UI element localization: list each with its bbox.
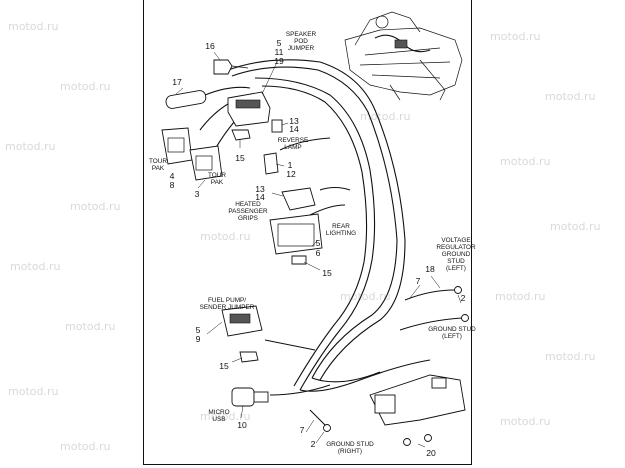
watermark: motod.ru <box>545 350 595 363</box>
label-reverse-lamp-line1: REVERSE <box>278 137 309 144</box>
callout-3: 3 <box>195 189 200 199</box>
callout-5: 5 <box>277 38 282 48</box>
label-heated-grips-line1: HEATED <box>235 201 261 208</box>
callout-15: 15 <box>235 153 245 163</box>
watermark: motod.ru <box>60 440 110 453</box>
label-heated-grips-line2: PASSENGER <box>228 208 268 215</box>
main-harness <box>199 59 431 396</box>
watermark: motod.ru <box>60 80 110 93</box>
callout-14: 14 <box>289 124 299 134</box>
label-tour-pak-right-line1: TOUR <box>208 172 226 179</box>
label-speaker-pod-line1: SPEAKER <box>286 31 317 38</box>
callout-17: 17 <box>172 77 182 87</box>
label-ground-stud-right-line1: GROUND STUD <box>326 441 374 448</box>
watermark: motod.ru <box>70 200 120 213</box>
watermark: motod.ru <box>490 30 540 43</box>
callout-13b: 13 <box>255 184 265 194</box>
callout-10: 10 <box>237 420 247 430</box>
callout-5b: 5 <box>316 238 321 248</box>
label-ground-stud-left-line1: GROUND STUD <box>428 326 476 333</box>
callout-16: 16 <box>205 41 215 51</box>
watermark: motod.ru <box>360 110 410 123</box>
label-tour-pak-left-line2: PAK <box>152 165 165 172</box>
callout-13: 13 <box>289 116 299 126</box>
watermark-layer: motod.ru motod.ru motod.ru motod.ru moto… <box>5 20 600 453</box>
callout-6: 6 <box>316 248 321 258</box>
watermark: motod.ru <box>550 220 600 233</box>
label-rear-lighting-line2: LIGHTING <box>326 230 356 237</box>
callout-11: 11 <box>275 47 284 57</box>
callout-1: 1 <box>288 160 293 170</box>
label-voltage-regulator-line5: (LEFT) <box>446 265 466 272</box>
callout-19: 19 <box>274 56 284 66</box>
callout-4: 4 <box>170 171 175 181</box>
callout-2: 2 <box>461 293 466 303</box>
label-fuel-pump-line1: FUEL PUMP/ <box>208 297 246 304</box>
component-labels: SPEAKER POD JUMPER REVERSE LAMP TOUR PAK… <box>149 31 476 455</box>
label-voltage-regulator-line4: STUD <box>447 258 465 265</box>
label-ground-stud-left-line2: (LEFT) <box>442 333 462 340</box>
watermark: motod.ru <box>8 20 58 33</box>
callout-12: 12 <box>286 169 296 179</box>
callout-numbers: 16 17 5 11 19 13 14 15 4 8 3 1 12 13 14 … <box>170 38 466 458</box>
motorcycle-frame-thumbnail <box>344 11 463 101</box>
watermark: motod.ru <box>545 90 595 103</box>
label-speaker-pod-line3: JUMPER <box>288 45 315 52</box>
label-tour-pak-right-line2: PAK <box>211 179 224 186</box>
label-micro-usb-line1: MICRO <box>208 409 229 416</box>
label-heated-grips-line3: GRIPS <box>238 215 258 222</box>
connectors <box>161 59 469 446</box>
watermark: motod.ru <box>500 415 550 428</box>
label-reverse-lamp-line2: LAMP <box>284 144 301 151</box>
watermark: motod.ru <box>65 320 115 333</box>
callout-8: 8 <box>170 180 175 190</box>
watermark: motod.ru <box>10 260 60 273</box>
watermark: motod.ru <box>5 140 55 153</box>
leader-lines <box>175 51 462 448</box>
label-rear-lighting-line1: REAR <box>332 223 350 230</box>
label-micro-usb-line2: USB <box>212 416 225 423</box>
label-fuel-pump-line2: SENDER JUMPER <box>200 304 255 311</box>
watermark: motod.ru <box>495 290 545 303</box>
callout-2b: 2 <box>311 439 316 449</box>
label-voltage-regulator-line3: GROUND <box>442 251 471 258</box>
callout-7: 7 <box>416 276 421 286</box>
watermark: motod.ru <box>8 385 58 398</box>
label-speaker-pod-line2: POD <box>294 38 308 45</box>
watermark: motod.ru <box>200 410 250 423</box>
callout-20: 20 <box>426 448 436 458</box>
callout-15b: 15 <box>322 268 332 278</box>
callout-15c: 15 <box>219 361 229 371</box>
callout-18: 18 <box>425 264 435 274</box>
callout-7b: 7 <box>300 425 305 435</box>
callout-14b: 14 <box>255 192 265 202</box>
callout-5c: 5 <box>196 325 201 335</box>
callout-9: 9 <box>196 334 201 344</box>
watermark: motod.ru <box>340 290 390 303</box>
label-voltage-regulator-line1: VOLTAGE <box>441 237 470 244</box>
watermark: motod.ru <box>200 230 250 243</box>
label-tour-pak-left-line1: TOUR <box>149 158 167 165</box>
label-ground-stud-right-line2: (RIGHT) <box>338 448 362 455</box>
label-voltage-regulator-line2: REGULATOR <box>436 244 476 251</box>
watermark: motod.ru <box>500 155 550 168</box>
